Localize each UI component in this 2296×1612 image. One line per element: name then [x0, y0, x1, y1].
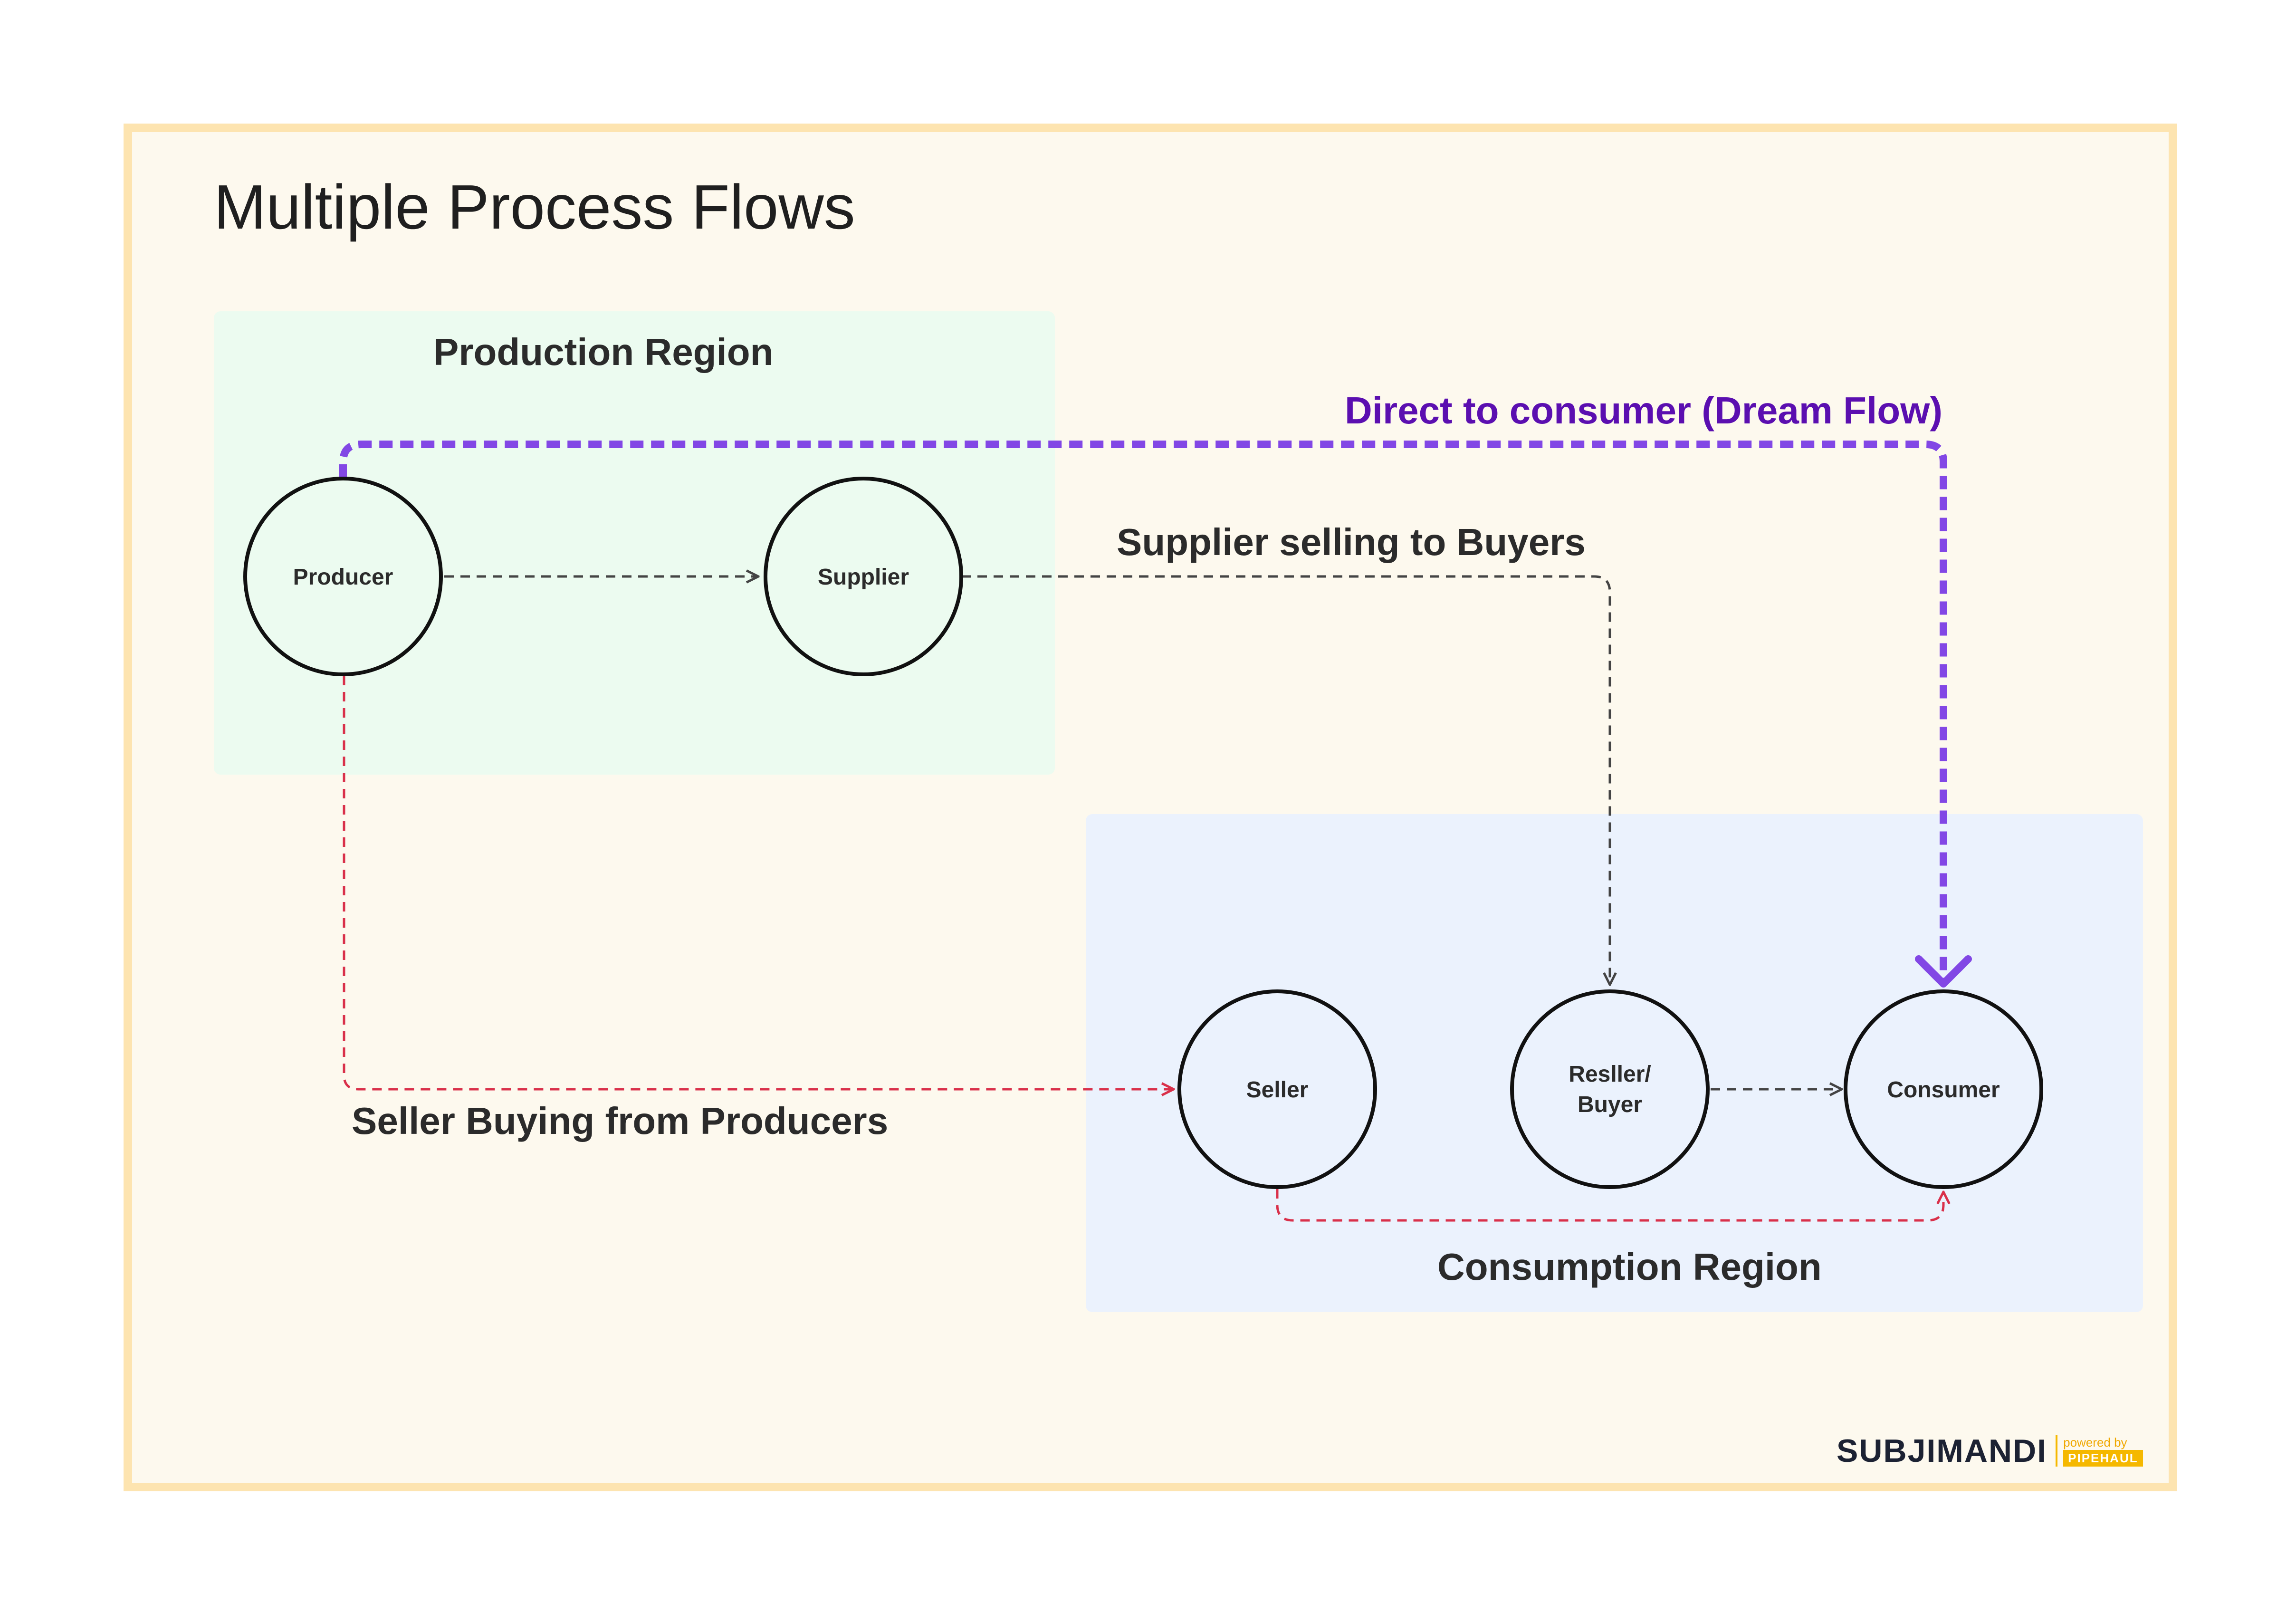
brand-powered-by: powered by	[2063, 1435, 2127, 1449]
consumption-region	[1086, 814, 2143, 1312]
reseller-label-line1: Resller/	[1569, 1062, 1651, 1087]
consumer-label: Consumer	[1887, 1077, 1999, 1103]
brand-logo: SUBJIMANDI powered by PIPEHAUL	[1837, 1425, 2143, 1477]
dream-flow-arrowhead	[1915, 955, 1972, 988]
brand-partner: powered by PIPEHAUL	[2056, 1435, 2143, 1467]
reseller-label-line2: Buyer	[1578, 1092, 1642, 1117]
supplier-node: Supplier	[764, 477, 963, 676]
reseller-buyer-node: Resller/ Buyer	[1510, 989, 1710, 1189]
dream-flow-connector	[339, 441, 1947, 981]
supplier-to-reseller-connector	[961, 575, 1610, 985]
seller-to-consumer-connector	[1276, 1189, 1943, 1222]
brand-name: SUBJIMANDI	[1837, 1433, 2047, 1469]
seller-node: Seller	[1177, 989, 1377, 1189]
producer-label: Producer	[293, 565, 393, 590]
dream-flow-label: Direct to consumer (Dream Flow)	[1345, 389, 1943, 432]
supplier-flow-label: Supplier selling to Buyers	[1117, 521, 1586, 563]
production-region-label: Production Region	[433, 331, 774, 373]
brand-partner-name: PIPEHAUL	[2063, 1450, 2143, 1467]
seller-label: Seller	[1246, 1077, 1309, 1103]
consumer-node: Consumer	[1844, 989, 2043, 1189]
producer-to-seller-connector	[343, 676, 1174, 1089]
production-region	[214, 311, 1055, 775]
seller-flow-label: Seller Buying from Producers	[352, 1100, 889, 1142]
producer-node: Producer	[243, 477, 443, 676]
supplier-label: Supplier	[818, 565, 909, 590]
diagram-title: Multiple Process Flows	[214, 172, 855, 242]
consumption-region-label: Consumption Region	[1437, 1246, 1822, 1288]
